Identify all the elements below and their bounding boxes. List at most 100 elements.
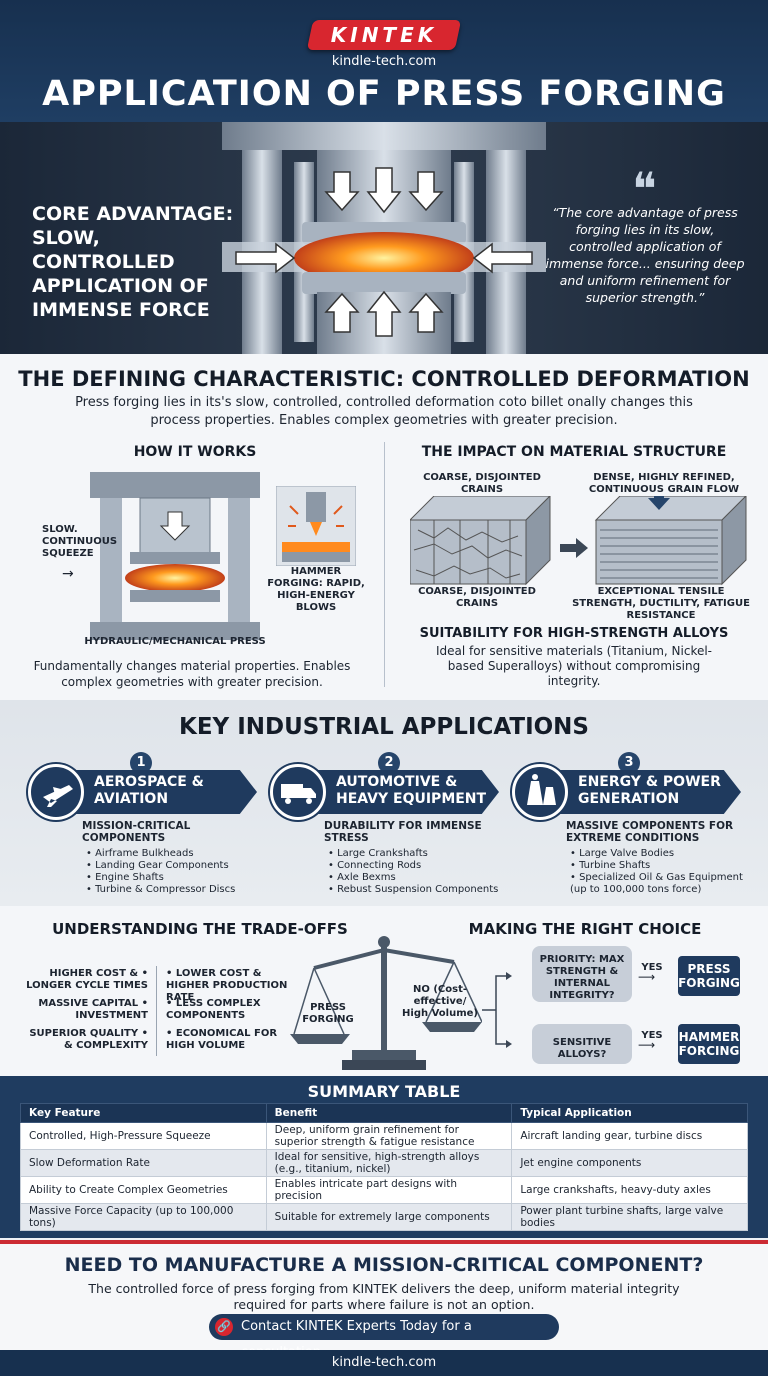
list-item: • Airframe Bulkheads [86,848,194,859]
tradeoff-left-3: SUPERIOR QUALITY • & COMPLEXITY [29,1028,148,1051]
list-item: • Turbine Shafts [570,860,651,871]
how-it-works-title: HOW IT WORKS [133,444,257,460]
dense-grains-label: DENSE, HIGHLY REFINED, CONTINUOUS GRAIN … [588,472,740,495]
airplane-icon [28,764,84,820]
how-note: Fundamentally changes material propertie… [33,659,351,689]
summary-table: Key Feature Benefit Typical Application … [20,1103,748,1231]
table-cell: Enables intricate part designs with prec… [265,1176,513,1204]
table-cell: Slow Deformation Rate [20,1149,267,1177]
alloys-title: SUITABILITY FOR HIGH-STRENGTH ALLOYS [419,626,729,641]
link-icon: 🔗 [215,1318,233,1336]
table-row: Slow Deformation Rate Ideal for sensitiv… [20,1149,748,1177]
kintek-logo[interactable]: KINTEK [306,20,462,50]
cta-section: NEED TO MANUFACTURE A MISSION-CRITICAL C… [0,1244,768,1360]
defining-section: THE DEFINING CHARACTERISTIC: CONTROLLED … [0,354,768,700]
tradeoffs-section: UNDERSTANDING THE TRADE-OFFS HIGHER COST… [0,906,768,1076]
balance-scale-icon [290,936,482,1070]
tradeoff-right-3: • ECONOMICAL FOR HIGH VOLUME [166,1028,278,1051]
applications-title: KEY INDUSTRIAL APPLICATIONS [179,714,589,740]
tradeoff-left-2: MASSIVE CAPITAL • INVESTMENT [38,998,148,1021]
yes-label-1: YES [641,962,663,973]
grain-structure-illustration [410,496,747,586]
applications-section: KEY INDUSTRIAL APPLICATIONS 1 AEROSPACE … [0,700,768,906]
contact-experts-button[interactable]: 🔗 Contact KINTEK Experts Today for a con… [209,1314,559,1360]
summary-title: SUMMARY TABLE [307,1082,461,1101]
list-item: • Landing Gear Components [86,860,229,871]
pan-label-press: PRESS FORGING [302,1002,354,1025]
hero-quote: “The core advantage of press forging lie… [545,205,745,305]
table-cell: Deep, uniform grain refinement for super… [265,1122,513,1150]
decision-branch-lines [482,972,512,1048]
list-item: • Turbine & Compressor Discs [86,884,236,895]
column-header: Typical Application [511,1103,748,1123]
app-subtitle: MASSIVE COMPONENTS FOR EXTREME CONDITION… [566,820,734,844]
core-advantage-text: CORE ADVANTAGE: SLOW, CONTROLLED APPLICA… [32,203,234,321]
badge-number: 2 [378,752,400,774]
coarse-grains-label-top: COARSE, DISJOINTED CRAINS [423,472,541,495]
list-item: • Engine Shafts [86,872,164,883]
decision-sensitive-alloys[interactable]: SENSITIVE ALLOYS? [532,1024,632,1064]
tradeoff-right-1: • LOWER COST & HIGHER PRODUCTION RATE [166,968,288,1003]
footer-site-link[interactable]: kindle-tech.com [331,1355,437,1370]
application-card-aerospace[interactable]: 1 AEROSPACE & AVIATION MISSION-CRITICAL … [28,752,278,902]
result-hammer-forging[interactable]: HAMMER FORCING [678,1024,740,1064]
table-cell: Power plant turbine shafts, large valve … [511,1203,748,1231]
table-cell: Jet engine components [511,1149,748,1177]
quote-icon: ❝ [632,162,657,216]
power-plant-icon [512,764,568,820]
list-item: • Axle Bexms [328,872,396,883]
yes-label-2: YES [641,1030,663,1041]
hero-banner: CORE ADVANTAGE: SLOW, CONTROLLED APPLICA… [0,122,768,354]
choice-title: MAKING THE RIGHT CHOICE [468,920,702,938]
application-card-energy[interactable]: 3 ENERGY & POWER GENERATION MASSIVE COMP… [512,752,762,902]
list-item: • Connecting Rods [328,860,422,871]
hammer-forging-label: HAMMER FORGING: RAPID, HIGH-ENERGY BLOWS [267,566,365,613]
decision-priority[interactable]: PRIORITY: MAX STRENGTH & INTERNAL INTEGR… [532,946,632,1002]
table-cell: Ideal for sensitive, high-strength alloy… [265,1149,513,1177]
column-header: Benefit [265,1103,513,1123]
defining-description: Press forging lies in its's slow, contro… [75,395,693,428]
result-press-forging[interactable]: PRESS FORGING [678,956,740,996]
table-cell: Large crankshafts, heavy-duty axles [511,1176,748,1204]
arrow-right-icon: → [62,566,74,582]
table-row: Controlled, High-Pressure Squeeze Deep, … [20,1122,748,1150]
app-subtitle: MISSION-CRITICAL COMPONENTS [82,820,191,844]
app-title: AUTOMOTIVE & HEAVY EQUIPMENT [336,774,487,807]
app-title: AEROSPACE & AVIATION [94,774,204,807]
table-cell: Suitable for extremely large components [265,1203,513,1231]
table-cell: Controlled, High-Pressure Squeeze [20,1122,267,1150]
arrow-right-icon: ⟶ [638,970,656,984]
coarse-grains-label-bottom: COARSE, DISJOINTED CRAINS [418,586,536,609]
press-label: HYDRAULIC/MECHANICAL PRESS [84,636,266,647]
cta-title: NEED TO MANUFACTURE A MISSION-CRITICAL C… [64,1254,704,1276]
cta-description: The controlled force of press forging fr… [88,1281,680,1312]
tradeoffs-title: UNDERSTANDING THE TRADE-OFFS [52,920,348,938]
list-item: • Large Valve Bodies [570,848,675,859]
truck-icon [270,764,326,820]
hammer-forging-icon [276,486,356,566]
press-machine-illustration [222,122,546,354]
arrow-right-icon: ⟶ [638,1038,656,1052]
app-list: • Airframe Bulkheads • Landing Gear Comp… [86,848,276,896]
site-url[interactable]: kindle-tech.com [331,54,437,69]
app-list: • Large Valve Bodies • Turbine Shafts • … [570,848,760,896]
tradeoff-left-1: HIGHER COST & • LONGER CYCLE TIMES [26,968,148,991]
table-header-row: Key Feature Benefit Typical Application [20,1103,748,1123]
tradeoff-right-2: • LESS COMPLEX COMPONENTS [166,998,261,1021]
section-divider [384,442,385,687]
header: KINTEK kindle-tech.com APPLICATION OF PR… [0,0,768,122]
table-row: Massive Force Capacity (up to 100,000 to… [20,1203,748,1231]
list-item: • Rebust Suspension Components [328,884,499,895]
hydraulic-press-icon [90,472,260,640]
app-title: ENERGY & POWER GENERATION [578,774,721,807]
list-item: • Large Crankshafts [328,848,428,859]
footer: kindle-tech.com [0,1350,768,1376]
list-item: • Specialized Oil & Gas Equipment (up to… [570,872,743,895]
defining-title: THE DEFINING CHARACTERISTIC: CONTROLLED … [18,367,750,391]
table-cell: Ability to Create Complex Geometries [20,1176,267,1204]
app-subtitle: DURABILITY FOR IMMENSE STRESS [324,820,482,844]
badge-number: 3 [618,752,640,774]
application-card-automotive[interactable]: 2 AUTOMOTIVE & HEAVY EQUIPMENT DURABILIT… [270,752,520,902]
summary-section: SUMMARY TABLE Key Feature Benefit Typica… [0,1076,768,1238]
impact-title: THE IMPACT ON MATERIAL STRUCTURE [421,444,727,460]
